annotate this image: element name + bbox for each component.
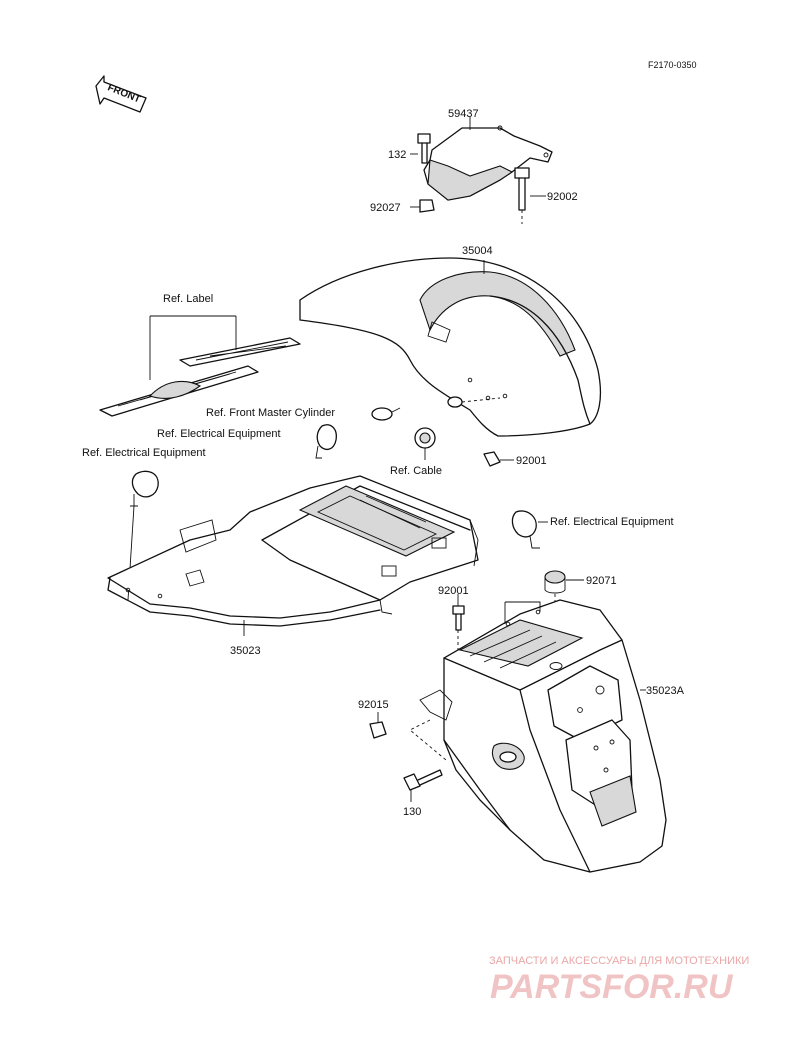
- ref-cable: Ref. Cable: [390, 465, 442, 477]
- bolt-132: [410, 133, 431, 164]
- bolt-130: [403, 769, 443, 802]
- bolt-92002: [514, 167, 546, 224]
- ref-electrical-3: Ref. Electrical Equipment: [550, 516, 674, 528]
- part-92001-front-label: 92001: [516, 455, 547, 467]
- ref-electrical-2: Ref. Electrical Equipment: [82, 447, 206, 459]
- bracket-59437: [423, 117, 553, 201]
- label-decals: [99, 315, 301, 417]
- ref-electrical-1: Ref. Electrical Equipment: [157, 428, 281, 440]
- part-35004-label: 35004: [462, 245, 493, 257]
- part-92002-label: 92002: [547, 191, 578, 203]
- ref-front-master-cylinder: Ref. Front Master Cylinder: [206, 407, 335, 419]
- nut-92015: [369, 712, 387, 739]
- watermark: ЗАПЧАСТИ И АКСЕССУАРЫ ДЛЯ МОТОТЕХНИКИ PA…: [489, 955, 749, 1006]
- part-92027-label: 92027: [370, 202, 401, 214]
- electrical-clip-1: [315, 424, 337, 459]
- part-35023-label: 35023: [230, 645, 261, 657]
- part-92001-rear-label: 92001: [438, 585, 469, 597]
- electrical-clip-3: [511, 510, 548, 549]
- diagram-code: F2170-0350: [648, 60, 697, 70]
- part-132-label: 132: [388, 149, 406, 161]
- inner-fender-35023: [107, 475, 479, 636]
- part-35023A-label: 35023A: [646, 685, 685, 697]
- watermark-brand: PARTSFOR.RU: [490, 968, 734, 1006]
- part-59437-label: 59437: [448, 108, 479, 120]
- bolt-92001-front: [483, 451, 514, 467]
- part-92071-label: 92071: [586, 575, 617, 587]
- part-92015-label: 92015: [358, 699, 389, 711]
- front-arrow-icon: FRONT: [95, 75, 147, 113]
- rear-fender-35023A: [409, 599, 667, 873]
- watermark-tagline: ЗАПЧАСТИ И АКСЕССУАРЫ ДЛЯ МОТОТЕХНИКИ: [489, 955, 749, 967]
- front-fender-35004: [299, 257, 602, 437]
- master-cylinder-clamp: [371, 396, 501, 421]
- part-130-label: 130: [403, 806, 421, 818]
- nut-92027: [410, 199, 435, 213]
- ref-label-text: Ref. Label: [163, 293, 213, 305]
- cable-grommet: [414, 427, 436, 460]
